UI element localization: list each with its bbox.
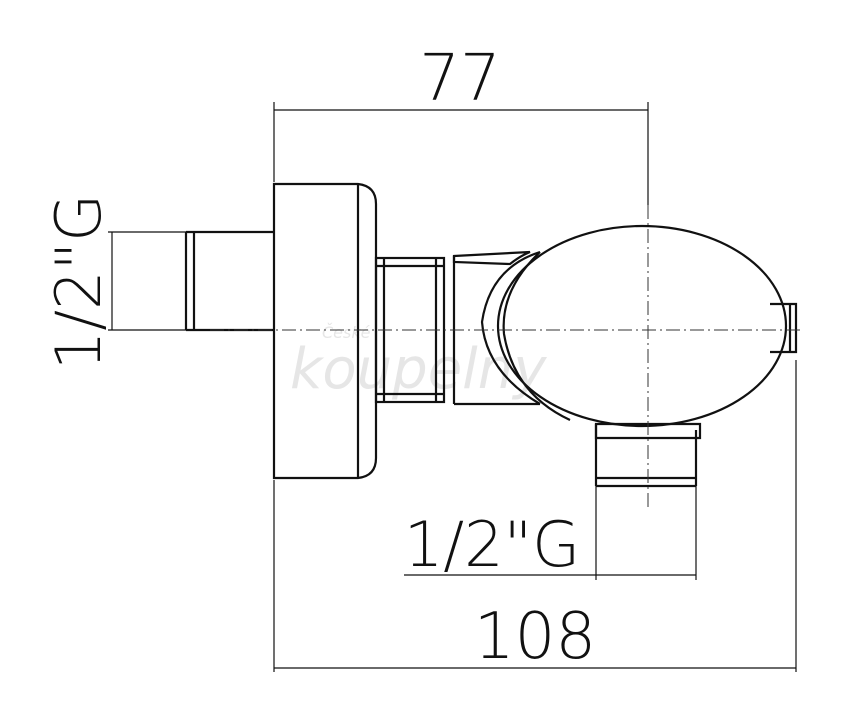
dimension-inlet-thread: 1/2"G [42,194,186,370]
center-lines [210,205,800,510]
dimension-label-77: 77 [419,42,500,116]
dimension-bottom: 108 [273,360,797,674]
inlet-pipe [184,230,274,332]
lever-handle [496,224,798,428]
watermark-line2: koupelny [290,337,547,402]
dimension-top: 77 [273,42,649,205]
outlet-pipe [594,422,702,488]
wall-flange [272,182,378,480]
watermark: České koupelny [290,323,547,402]
outlet-thread-label: 1/2"G [404,508,580,581]
dimension-label-108: 108 [474,600,596,674]
inlet-thread-label: 1/2"G [42,194,115,370]
dimension-outlet-thread: 1/2"G [404,486,697,581]
